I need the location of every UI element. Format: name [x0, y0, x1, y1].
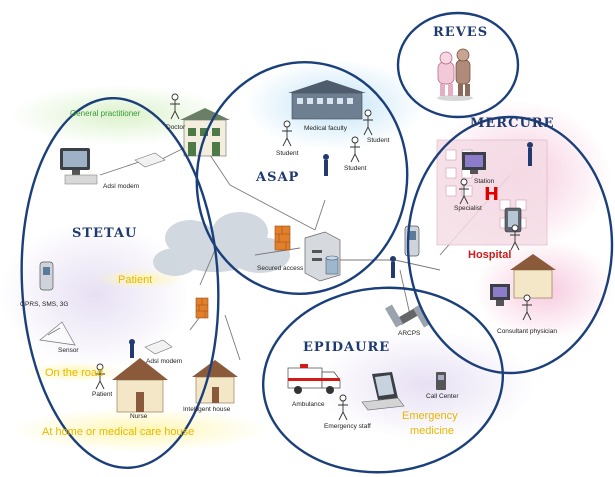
reves-title: REVES	[433, 25, 488, 40]
epidaure-boundary	[261, 286, 505, 474]
antenna-icon	[527, 142, 533, 166]
nurse-label: Nurse	[130, 413, 148, 420]
stetau-title: STETAU	[72, 226, 137, 241]
laptop-icon	[361, 372, 405, 411]
desktop-computer-icon	[60, 148, 98, 185]
reves-boundary	[396, 11, 520, 119]
connection-lines	[99, 139, 511, 361]
station-label: Station	[474, 178, 495, 185]
doctor-office-icon	[180, 108, 230, 157]
hospital-h-sign: H	[484, 184, 499, 205]
computer-station-icon	[462, 152, 486, 174]
firewall-icon	[195, 297, 209, 319]
specialist-label: Specialist	[454, 205, 482, 212]
student-label: Student	[276, 150, 299, 157]
person-icon	[510, 224, 520, 251]
patient-small-label: Patient	[92, 391, 112, 398]
mercure-icons	[390, 139, 556, 321]
house-icon	[192, 360, 238, 404]
patient-label: Patient	[118, 274, 152, 286]
secured-access-label: Secured access	[257, 265, 304, 272]
student-label: Student	[344, 165, 367, 172]
emergency-staff-label: Emergency staff	[324, 423, 371, 430]
mercure-boundary	[406, 115, 614, 375]
person-icon	[350, 136, 360, 163]
modem-icon	[134, 152, 166, 168]
call-center-icon	[436, 372, 446, 390]
consultant-physician-label: Consultant physician	[497, 328, 557, 335]
emergency-medicine-label-1: Emergency	[402, 410, 458, 422]
person-icon	[459, 178, 469, 205]
person-icon	[95, 363, 105, 390]
sensor-icon	[39, 321, 76, 346]
general-practitioner-label: General practitioner	[70, 109, 141, 118]
cluster-boundaries	[20, 11, 614, 474]
sensor-label: Sensor	[58, 347, 79, 354]
stetau-boundary	[20, 96, 220, 470]
home-or-care-label: At home or medical care house	[42, 426, 194, 438]
person-icon	[282, 120, 292, 147]
ambulance-label: Ambulance	[292, 401, 325, 408]
reves-icons	[437, 48, 473, 101]
epidaure-icons	[287, 304, 446, 421]
medical-faculty-icon	[288, 80, 366, 120]
house-icon	[112, 358, 168, 413]
database-icon	[325, 255, 339, 275]
person-icon	[522, 294, 532, 321]
internet-cloud	[153, 212, 290, 276]
person-icon	[338, 394, 348, 421]
on-the-road-label: On the road	[45, 367, 103, 379]
robot-figure-icon	[437, 48, 473, 101]
emergency-medicine-label-2: medicine	[410, 425, 454, 437]
person-icon	[170, 93, 180, 120]
arcps-label: ARCPS	[398, 330, 421, 337]
satellite-icon	[385, 304, 431, 328]
person-icon	[363, 109, 373, 136]
antenna-icon	[390, 256, 396, 278]
call-center-label: Call Center	[426, 393, 459, 400]
stetau-icons	[39, 93, 238, 413]
mercure-title: MERCURE	[470, 116, 555, 131]
firewall-icon	[274, 225, 291, 251]
house-icon	[510, 254, 556, 299]
student-label: Student	[367, 137, 390, 144]
desktop-computer-icon	[490, 284, 510, 306]
doctor-label: Doctor	[166, 124, 186, 131]
ambulance-icon	[287, 364, 341, 394]
adsl-modem-label: Adsl modem	[146, 358, 182, 365]
asap-title: ASAP	[255, 170, 299, 185]
gprs-label: GPRS, SMS, 3G	[20, 301, 68, 308]
asap-icons	[274, 80, 373, 282]
hospital-label: Hospital	[468, 249, 511, 261]
epidaure-title: EPIDAURE	[303, 340, 390, 355]
modem-icon	[144, 339, 173, 355]
adsl-modem-label: Adsl modem	[103, 183, 139, 190]
asap-boundary	[195, 61, 409, 295]
intelligent-house-label: Intelligent house	[183, 406, 231, 413]
antenna-icon	[129, 339, 135, 358]
antenna-icon	[323, 154, 329, 176]
medical-faculty-label: Medical faculty	[304, 125, 348, 132]
mobile-phone-icon	[39, 261, 54, 291]
